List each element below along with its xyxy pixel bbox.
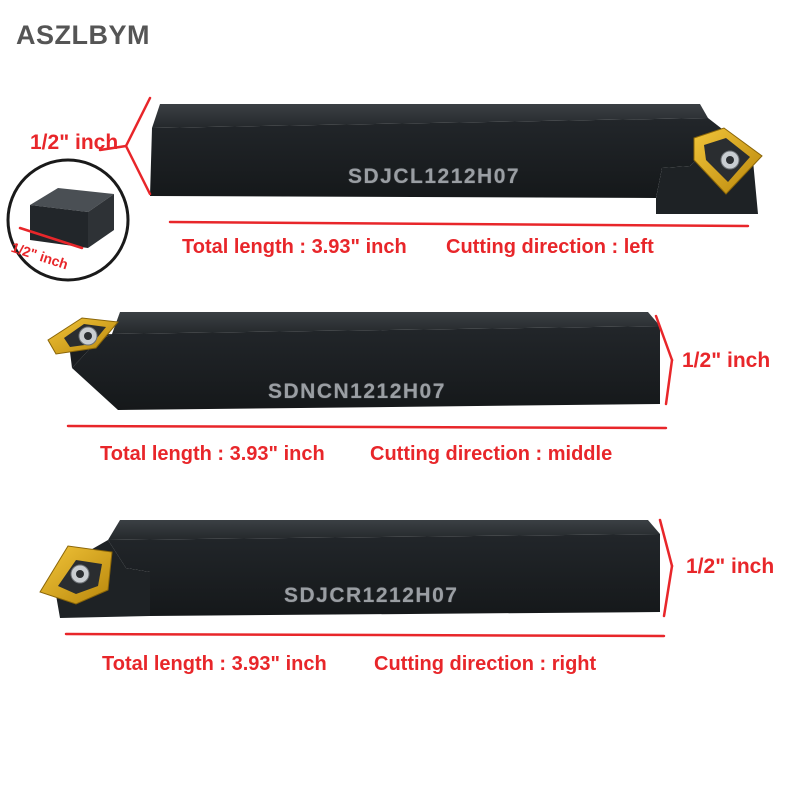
height-line-2 <box>654 314 674 362</box>
model-label-sdncn: SDNCN1212H07 <box>268 380 446 403</box>
tool-body-top-face <box>152 104 708 128</box>
length-label-sdjcl: Total length : 3.93" inch <box>182 236 407 258</box>
tool-body-top-face <box>112 312 660 334</box>
section-width-label: 1/2" inch <box>30 131 119 154</box>
length-line-3 <box>64 632 666 638</box>
dimension-lines <box>18 96 750 638</box>
insert-screw-socket <box>84 332 92 340</box>
length-line-2 <box>66 424 668 430</box>
height-line-3b <box>662 564 674 618</box>
square-bar-top <box>30 188 114 212</box>
model-label-sdjcr: SDJCR1212H07 <box>284 584 459 607</box>
height-line-1 <box>124 96 152 148</box>
insert-screw-socket <box>726 156 734 164</box>
length-label-sdjcr: Total length : 3.93" inch <box>102 653 327 675</box>
height-line-2b <box>664 358 674 406</box>
square-bar-side <box>88 194 114 248</box>
height-label-sdjcr: 1/2" inch <box>686 555 775 578</box>
square-bar-front <box>30 205 88 248</box>
brand-logo: ASZLBYM <box>16 20 150 50</box>
length-line-1 <box>168 220 750 228</box>
tool-body-side-face <box>72 326 660 410</box>
tool-sdjcl <box>150 104 763 214</box>
height-line-1b <box>124 144 152 196</box>
model-label-sdjcl: SDJCL1212H07 <box>348 165 521 188</box>
section-width-line <box>18 226 84 250</box>
tool-sdjcr <box>39 520 660 618</box>
height-label-sdncn: 1/2" inch <box>682 349 771 372</box>
cross-section-detail <box>6 158 130 282</box>
tool-body-top-face <box>108 520 660 540</box>
tool-body-side-face <box>150 118 726 198</box>
direction-label-sdjcl: Cutting direction : left <box>446 236 654 258</box>
direction-label-sdjcr: Cutting direction : right <box>374 653 597 675</box>
height-line-3 <box>658 518 674 568</box>
insert-screw-socket <box>76 570 84 578</box>
section-leader <box>98 144 128 152</box>
tool-sdncn <box>47 312 660 410</box>
tool-body-side-face <box>108 534 660 616</box>
direction-label-sdncn: Cutting direction : middle <box>370 443 613 465</box>
length-label-sdncn: Total length : 3.93" inch <box>100 443 325 465</box>
